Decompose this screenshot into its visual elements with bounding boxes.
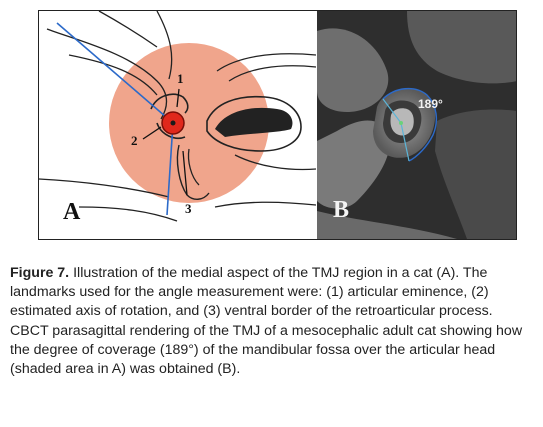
figure-caption-label: Figure 7.: [10, 265, 70, 281]
tmj-line-drawing: [39, 11, 317, 222]
pointer-2: [142, 126, 162, 140]
rotation-axis-point: [170, 120, 176, 126]
shaded-coverage-area: [109, 43, 269, 203]
figure-caption-text: Illustration of the medial aspect of the…: [10, 265, 523, 378]
cbct-rendering: [317, 11, 516, 239]
measurement-line-retroarticular: [166, 122, 174, 216]
panel-a-letter: A: [63, 199, 81, 225]
coverage-angle-label: 189°: [418, 97, 443, 111]
landmark-label-3: 3: [185, 201, 192, 216]
figure-caption: Figure 7. Illustration of the medial asp…: [10, 264, 534, 379]
panel-b-letter: B: [333, 197, 350, 223]
landmark-label-2: 2: [131, 133, 138, 148]
pointer-1: [176, 88, 180, 108]
panel-a-illustration: 1 2 3 A: [39, 11, 317, 239]
pointer-3: [182, 150, 188, 196]
landmark-label-1: 1: [177, 71, 184, 86]
panel-b-cbct-image: 189° B: [317, 11, 516, 239]
measurement-line-eminence: [56, 22, 174, 124]
figure-7: 1 2 3 A 189° B: [38, 10, 517, 240]
coverage-arc: [382, 88, 438, 162]
